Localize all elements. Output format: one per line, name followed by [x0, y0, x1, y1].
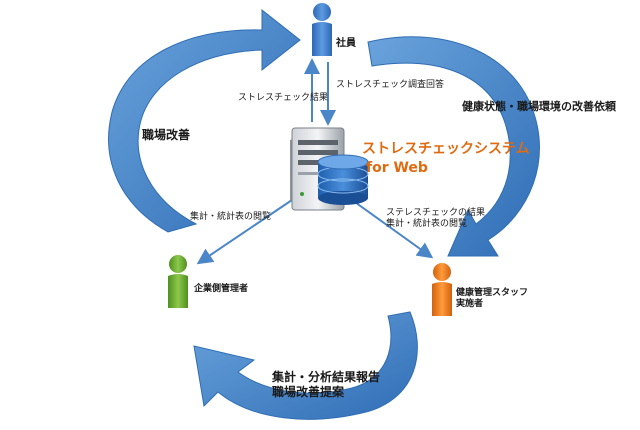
flow-label-health-view: ステレスチェックの結果 集計・統計表の閲覧: [386, 208, 485, 231]
company-manager-person-icon: [168, 255, 188, 308]
health-staff-label-line1: 健康管理スタッフ: [456, 288, 529, 298]
health-staff-label-line2: 実施者: [456, 299, 484, 310]
cycle-label-workplace-improvement: 職場改善: [142, 128, 191, 142]
flow-label-survey-answer: ストレスチェック調査回答: [336, 80, 445, 90]
system-title: ストレスチェックシステム for Web: [362, 140, 530, 178]
cycle-label-report-line2: 職場改善提案: [272, 385, 345, 399]
cycle-arrow-bottom: [193, 311, 418, 420]
health-staff-person-icon: [432, 263, 452, 316]
flow-arrows: [196, 58, 434, 265]
cycle-label-report: 集計・分析結果報告 職場改善提案: [272, 370, 380, 400]
system-title-line2: for Web: [366, 159, 428, 176]
arrow-system-to-health: [351, 199, 434, 259]
employee-label: 社員: [336, 38, 356, 49]
health-staff-label: 健康管理スタッフ 実施者: [456, 288, 528, 311]
flow-label-stress-result: ストレスチェック結果: [238, 93, 329, 103]
system-title-line1: ストレスチェックシステム: [362, 141, 530, 157]
flow-label-company-view: 集計・統計表の閲覧: [190, 212, 272, 222]
flow-label-health-view-line2: 集計・統計表の閲覧: [386, 219, 468, 230]
arrow-system-to-company: [196, 199, 293, 265]
cycle-label-health-request: 健康状態・職場環境の改善依頼: [462, 100, 616, 113]
flow-label-health-view-line1: ステレスチェックの結果: [386, 208, 486, 218]
employee-person-icon: [312, 3, 332, 56]
cycle-label-report-line1: 集計・分析結果報告: [272, 370, 381, 384]
cycle-arrow-left: [108, 8, 301, 233]
cycle-arrow-right: [367, 36, 540, 257]
database-icon: [317, 154, 369, 205]
company-manager-label: 企業側管理者: [194, 284, 249, 294]
